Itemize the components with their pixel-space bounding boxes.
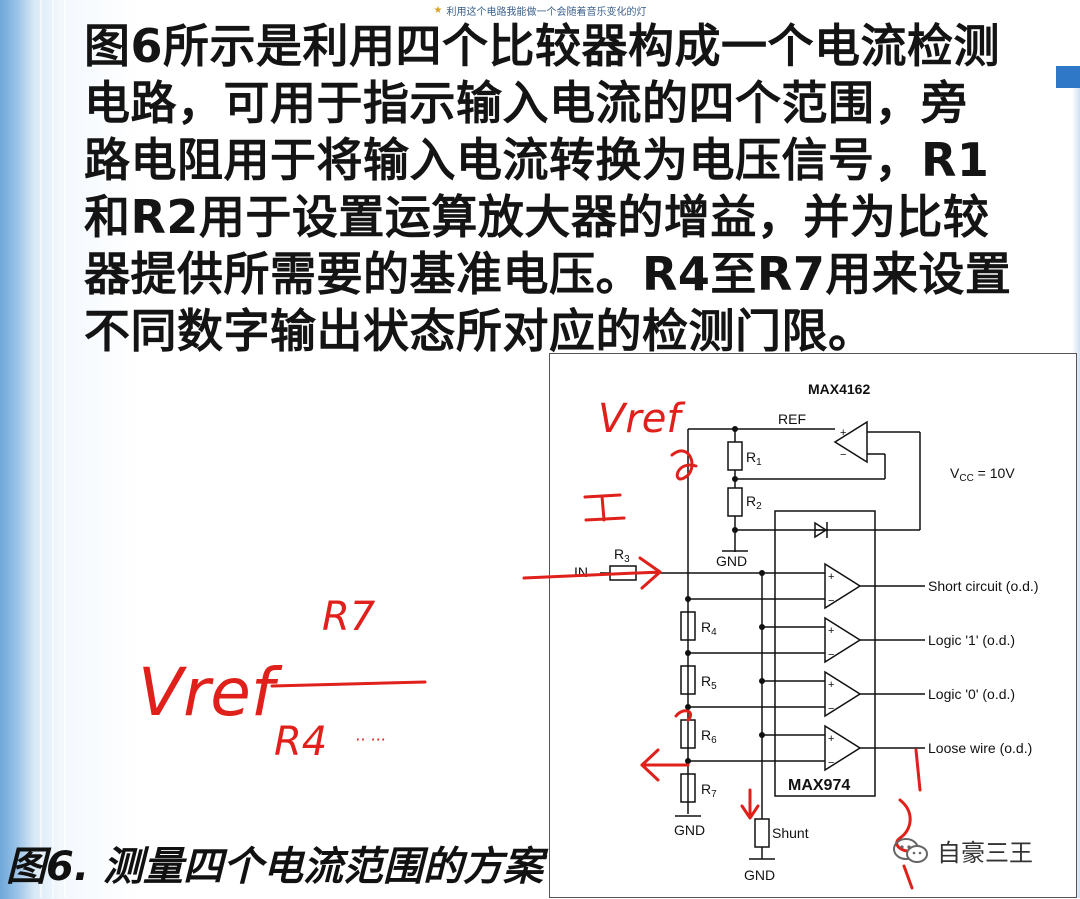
ref-label: REF — [778, 411, 806, 427]
vref-large-annotation: Vref — [138, 654, 283, 731]
r7-annotation: R7 — [322, 594, 376, 640]
max4162-opamp — [833, 420, 868, 464]
output-label: Logic '0' (o.d.) — [928, 686, 1015, 702]
gnd-label: GND — [744, 867, 775, 883]
comparator-plus-sign: + — [828, 571, 834, 583]
paragraph-line: 图6所示是利用四个比较器构成一个电流检测 — [84, 19, 1001, 73]
r2-label: R2 — [746, 493, 762, 512]
output-label: Logic '1' (o.d.) — [928, 632, 1015, 648]
dots-annotation: ·· ··· — [355, 730, 386, 749]
r7-label: R7 — [701, 781, 717, 800]
r3-label: R3 — [614, 546, 630, 565]
window-title-bar: ★ 利用这个电路我能做一个会随着音乐变化的灯 — [0, 0, 1080, 20]
window-title: 利用这个电路我能做一个会随着音乐变化的灯 — [446, 6, 647, 18]
in-label: IN — [574, 564, 588, 580]
opamp-minus-sign: − — [840, 449, 846, 461]
r4-label: R4 — [701, 619, 717, 638]
watermark-name: 自豪三王 — [937, 839, 1033, 867]
paragraph-line: 和R2用于设置运算放大器的增益，并为比较 — [84, 190, 990, 244]
slide-corner-decoration — [1056, 66, 1080, 88]
comparator-plus-sign: + — [828, 679, 834, 691]
circuit-schematic: + − + − + − + − + − MAX4162 REF VCC = 10… — [574, 381, 1038, 883]
star-icon: ★ — [433, 4, 443, 16]
comparator-plus-sign: + — [828, 733, 834, 745]
paragraph-line: 不同数字输出状态所对应的检测门限。 — [84, 304, 875, 358]
r1-label: R1 — [746, 449, 762, 468]
slide-paragraph: 图6所示是利用四个比较器构成一个电流检测 电路，可用于指示输入电流的四个范围，旁… — [84, 18, 1044, 360]
wechat-icon — [893, 837, 928, 863]
bg-stripe — [40, 0, 42, 898]
shunt-label: Shunt — [772, 825, 809, 841]
bg-stripe — [64, 0, 66, 898]
circuit-figure: + − + − + − + − + − MAX4162 REF VCC = 10… — [549, 353, 1077, 898]
gnd-label: GND — [674, 822, 705, 838]
comparator-minus-sign: − — [828, 595, 834, 607]
fraction-line — [270, 680, 427, 688]
vcc-label: VCC = 10V — [950, 465, 1015, 484]
r4-annotation: R4 — [274, 719, 327, 765]
max4162-label: MAX4162 — [808, 381, 870, 397]
r5-label: R5 — [701, 673, 717, 692]
output-label: Short circuit (o.d.) — [928, 578, 1038, 594]
max974-label: MAX974 — [788, 777, 850, 794]
comparator-minus-sign: − — [828, 757, 834, 769]
r6-label: R6 — [701, 727, 717, 746]
bg-stripe — [52, 0, 54, 898]
comparator-minus-sign: − — [828, 703, 834, 715]
opamp-plus-sign: + — [840, 427, 846, 439]
paragraph-line: 器提供所需要的基准电压。R4至R7用来设置 — [84, 247, 1012, 301]
comparator-minus-sign: − — [828, 649, 834, 661]
gnd-label: GND — [716, 553, 747, 569]
watermark: 自豪三王 — [893, 833, 1033, 868]
comparator-plus-sign: + — [828, 625, 834, 637]
figure-caption: 图6. 测量四个电流范围的方案 — [6, 844, 543, 890]
paragraph-line: 电路，可用于指示输入电流的四个范围，旁 — [84, 76, 968, 130]
paragraph-line: 路电阻用于将输入电流转换为电压信号，R1 — [84, 133, 990, 187]
output-label: Loose wire (o.d.) — [928, 740, 1032, 756]
